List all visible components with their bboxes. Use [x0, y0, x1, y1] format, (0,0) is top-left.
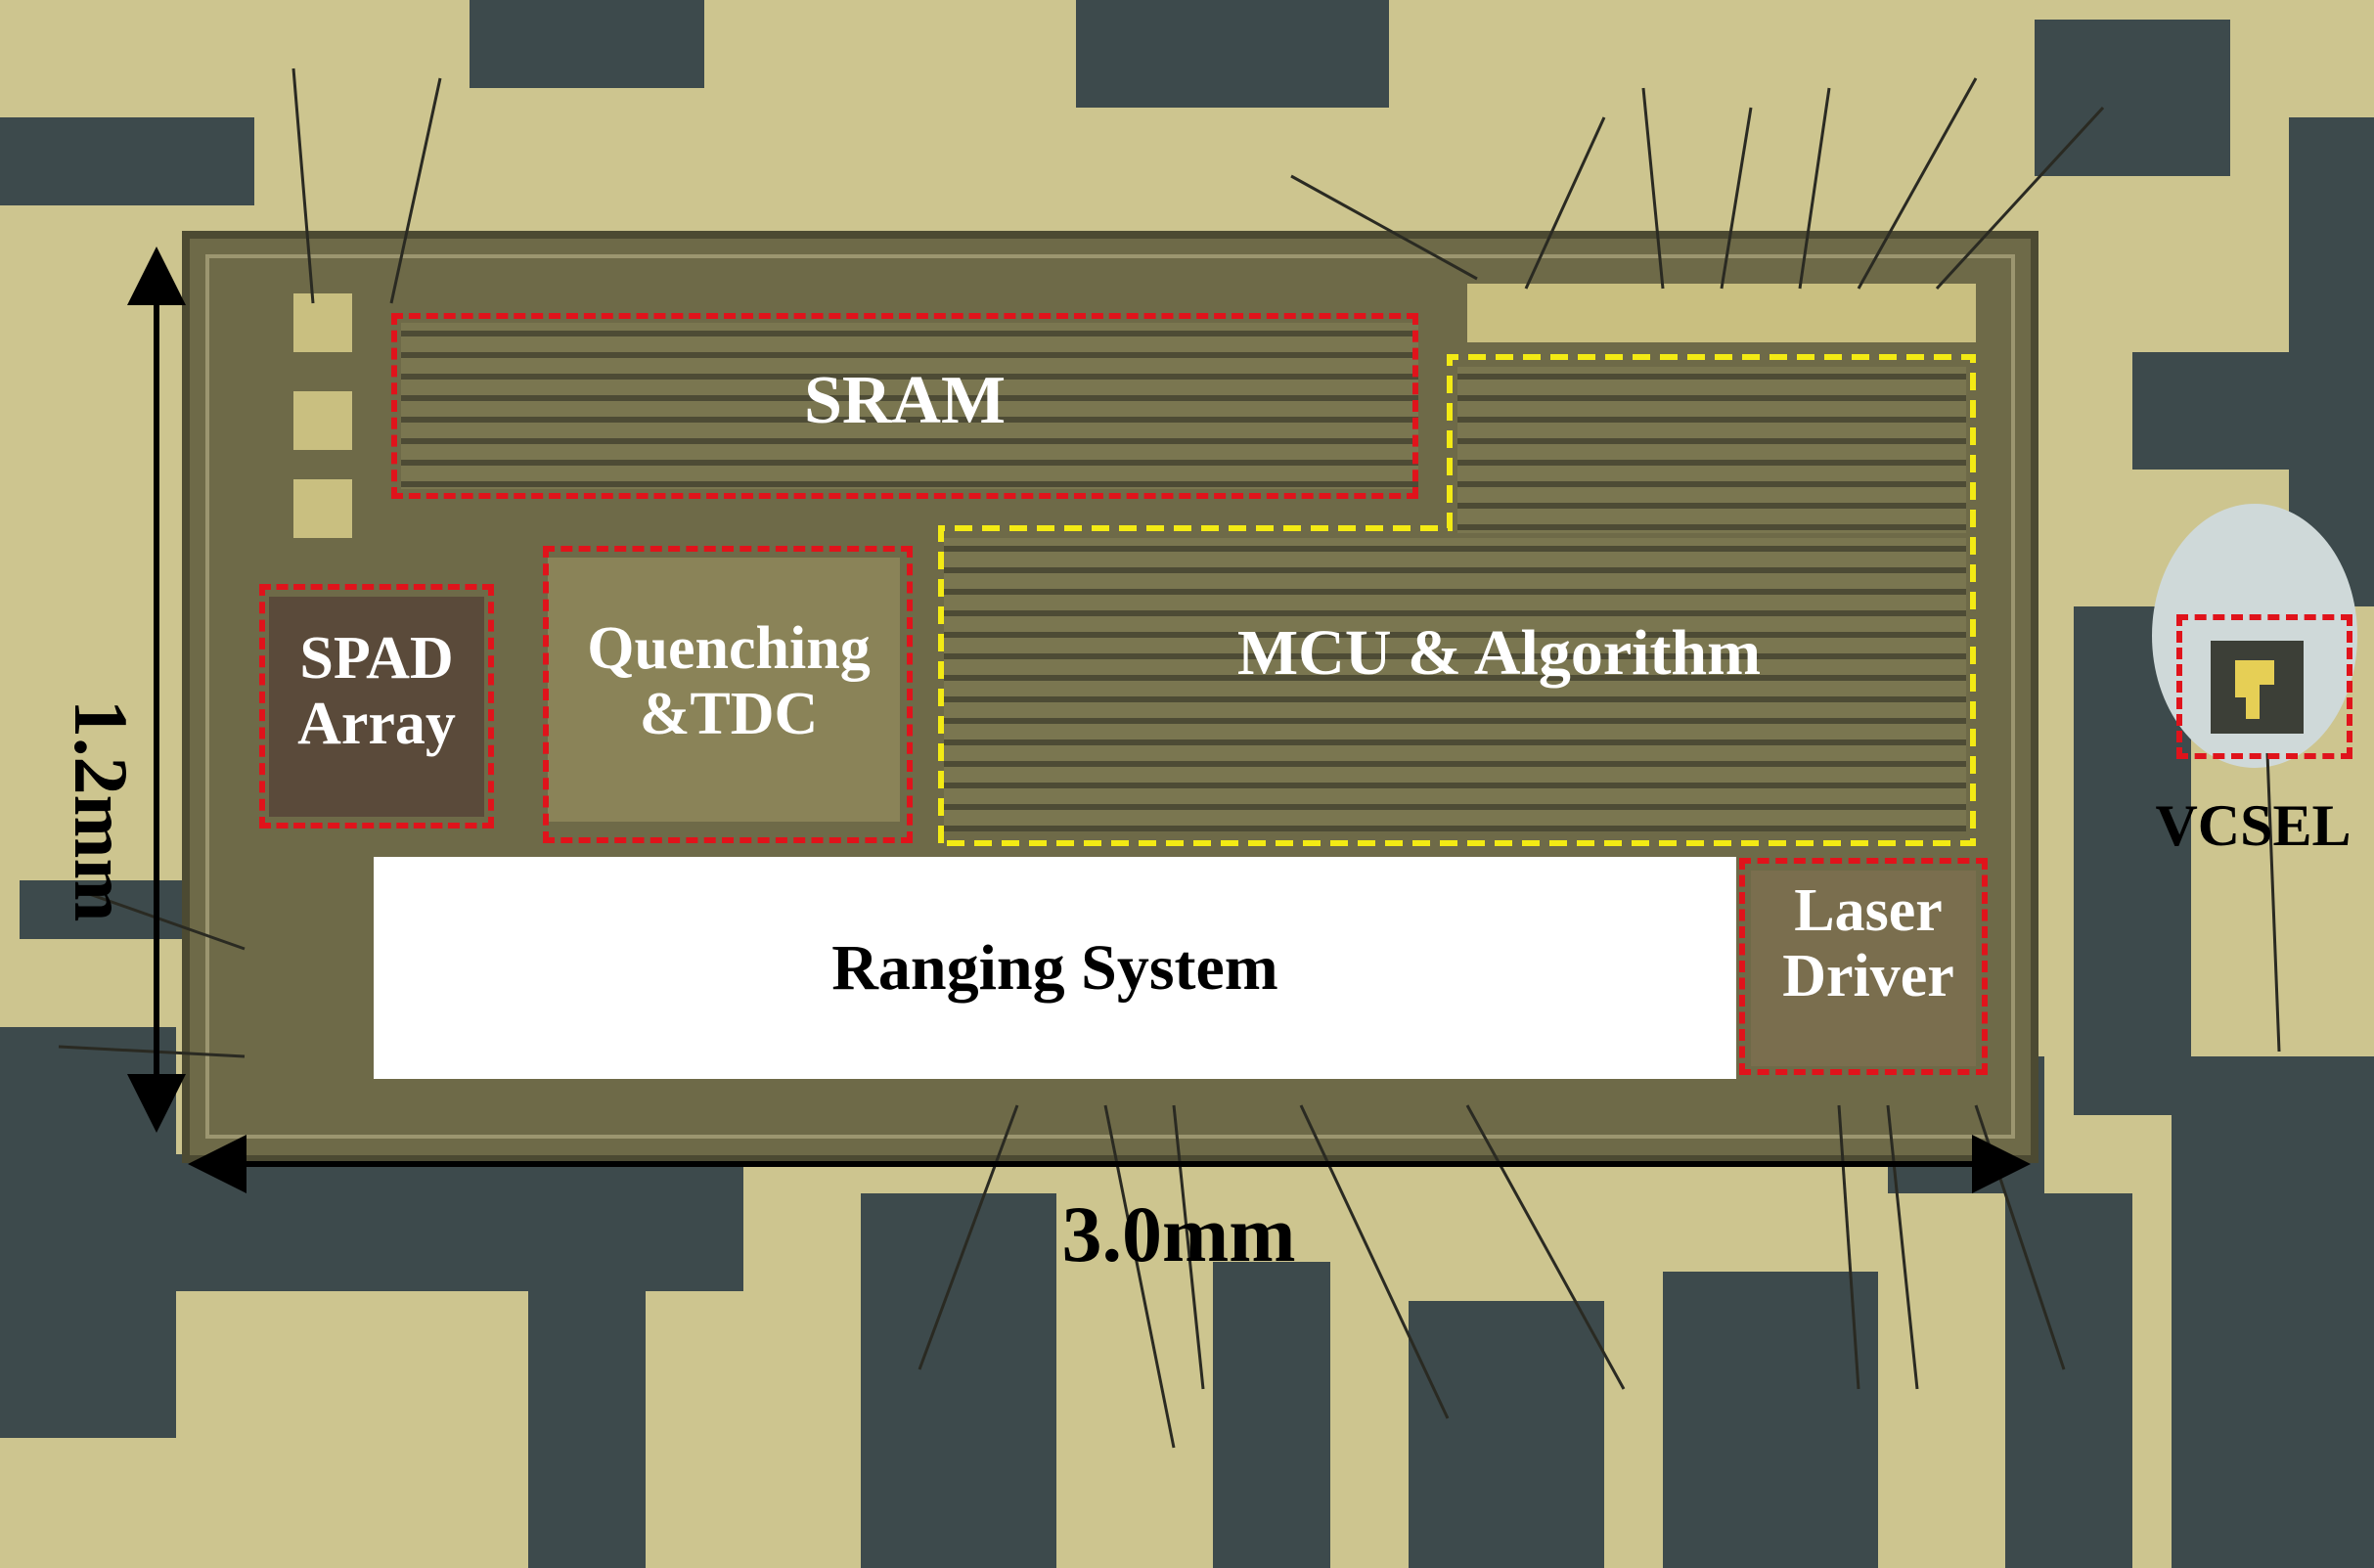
quenching-tdc-label-line2: &TDC: [639, 680, 819, 747]
laser-driver-label: Laser Driver: [1741, 878, 1995, 1009]
mcu-algorithm-label: MCU & Algorithm: [1236, 617, 1762, 689]
ranging-system-box: Ranging System: [374, 857, 1736, 1079]
quenching-tdc-label: Quenching &TDC: [543, 616, 915, 747]
sram-label: SRAM: [803, 363, 1007, 438]
laser-driver-region: [1739, 858, 1988, 1075]
laser-driver-label-line1: Laser: [1794, 877, 1943, 944]
spad-array-label-line2: Array: [297, 690, 456, 757]
width-dimension-label: 3.0mm: [1061, 1189, 1296, 1278]
sram-region: [391, 313, 1418, 499]
spad-array-label-line1: SPAD: [299, 625, 454, 692]
vcsel-label: VCSEL: [2155, 793, 2352, 858]
spad-array-region: [259, 584, 494, 829]
vcsel-region: [2176, 614, 2352, 759]
ranging-system-label: Ranging System: [831, 931, 1278, 1004]
spad-array-label: SPAD Array: [259, 626, 494, 757]
laser-driver-label-line2: Driver: [1782, 942, 1954, 1009]
quenching-tdc-region: [543, 546, 913, 843]
quenching-tdc-label-line1: Quenching: [587, 615, 871, 682]
height-dimension-label: 1.2mm: [59, 699, 144, 922]
